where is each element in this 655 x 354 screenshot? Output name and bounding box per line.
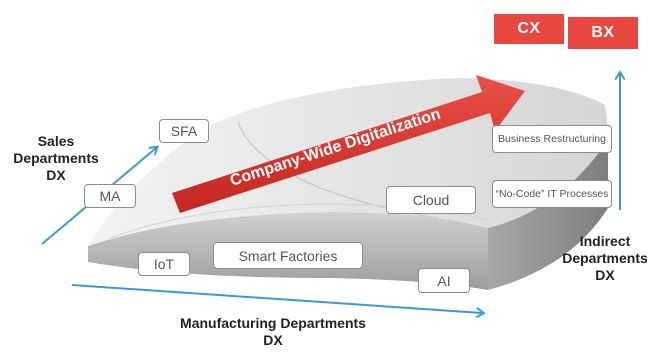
block-top-surface — [88, 78, 608, 246]
tag-sfa: SFA — [159, 119, 209, 143]
sales-line1: Sales — [37, 133, 75, 149]
tag-no-code-it-processes: “No-Code” IT Processes — [492, 180, 612, 208]
block-right-face — [488, 140, 608, 290]
cx-box: CX — [494, 14, 564, 44]
manufacturing-departments-label: Manufacturing Departments DX — [138, 315, 408, 349]
manufacturing-line2: DX — [263, 331, 283, 348]
indirect-line3: DX — [595, 266, 615, 283]
tag-ma: MA — [84, 184, 136, 208]
sales-line2: Departments — [13, 149, 99, 166]
sales-departments-label: Sales Departments DX — [10, 133, 102, 183]
sales-line3: DX — [46, 166, 66, 183]
tag-business-restructuring: Business Restructuring — [492, 125, 612, 153]
tag-ai: AI — [418, 268, 470, 293]
indirect-departments-label: Indirect Departments DX — [556, 233, 654, 283]
indirect-line1: Indirect — [579, 233, 631, 249]
tag-cloud: Cloud — [386, 186, 476, 214]
tag-smart-factories: Smart Factories — [213, 242, 363, 269]
tag-iot: IoT — [138, 252, 190, 276]
manufacturing-axis-arrow — [71, 284, 482, 313]
bx-box: BX — [568, 17, 638, 49]
indirect-line2: Departments — [562, 249, 648, 266]
manufacturing-line1: Manufacturing Departments — [180, 315, 366, 331]
